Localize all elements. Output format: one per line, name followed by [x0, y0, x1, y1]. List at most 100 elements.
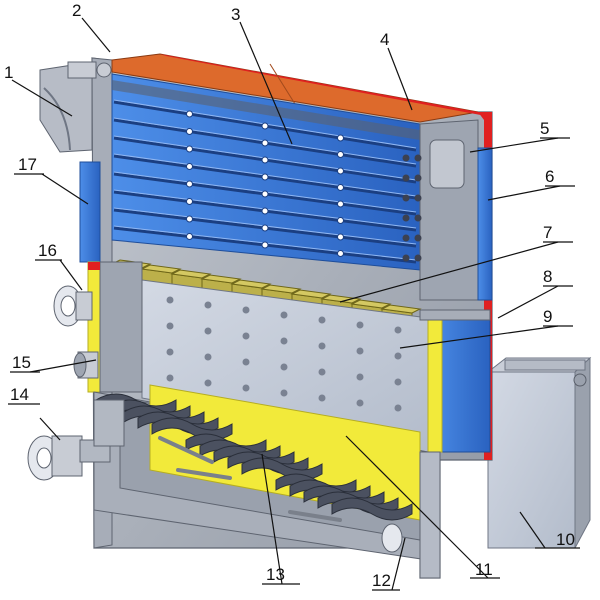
collector-hole [414, 174, 422, 182]
collector-hole [402, 214, 410, 222]
refractory-brick-top [350, 299, 392, 309]
tube-turbulator [337, 233, 344, 241]
air-inlet [73, 351, 99, 379]
collector-hole [414, 194, 422, 202]
primary-air-fan [27, 399, 125, 481]
callout-13: 13 [266, 565, 285, 584]
tube-turbulator [337, 184, 344, 191]
callout-5: 5 [540, 119, 549, 138]
panel-hole [242, 358, 250, 366]
rear-collector [402, 119, 493, 301]
front-pillar [419, 451, 441, 579]
refractory-brick-top [230, 279, 272, 289]
refractory-brick-top [140, 264, 182, 274]
collector-hole [402, 254, 410, 262]
callout-12: 12 [372, 571, 391, 590]
panel-hole [356, 321, 364, 329]
callout-6: 6 [545, 167, 554, 186]
refractory-brick-top [290, 289, 332, 299]
heat-exchanger-tubes [113, 99, 417, 264]
grate-bars [95, 393, 413, 521]
callout-11: 11 [475, 560, 493, 579]
panel-hole [280, 389, 288, 397]
callout-10: 10 [556, 530, 575, 549]
callout-9: 9 [543, 307, 552, 326]
tube-turbulator [186, 145, 193, 153]
panel-hole [280, 363, 288, 371]
callout-15: 15 [12, 353, 31, 372]
panel-hole [204, 327, 212, 335]
panel-hole [318, 316, 326, 324]
tube-turbulator [261, 224, 269, 232]
tube-turbulator [261, 173, 269, 181]
secondary-air-fan [53, 285, 93, 327]
collector-hole [402, 174, 410, 182]
tube-turbulator [337, 250, 344, 257]
tube-turbulator [261, 139, 269, 147]
tube-turbulator [186, 110, 193, 118]
collector-holes [402, 154, 422, 262]
panel-hole [242, 332, 250, 340]
tube-turbulator [186, 180, 193, 188]
panel-hole [166, 296, 174, 304]
tube-turbulator [186, 198, 193, 205]
panel-hole [166, 374, 174, 382]
panel-hole [394, 352, 402, 360]
refractory-brick-top [260, 284, 302, 294]
tube-turbulator [186, 233, 193, 240]
tube-turbulator [261, 190, 269, 198]
panel-holes [166, 296, 402, 412]
callout-2: 2 [72, 1, 81, 20]
collector-hole [414, 254, 422, 262]
collector-hole [414, 234, 422, 242]
collector-hole [402, 194, 410, 202]
callout-8: 8 [543, 267, 552, 286]
flue-outlet [39, 61, 112, 153]
callout-16: 16 [38, 241, 57, 260]
right-water-jacket [419, 309, 491, 453]
panel-hole [394, 378, 402, 386]
callout-17: 17 [18, 155, 37, 174]
panel-hole [318, 342, 326, 350]
panel-hole [356, 347, 364, 355]
collector-hole [414, 214, 422, 222]
panel-hole [280, 337, 288, 345]
panel-hole [204, 379, 212, 387]
grate-bar [331, 497, 413, 521]
panel-hole [204, 301, 212, 309]
heat-exchanger [111, 73, 421, 271]
tube-turbulator [337, 200, 344, 208]
panel-hole [394, 404, 402, 412]
collector-hole [402, 154, 410, 162]
tube-turbulator [186, 163, 193, 170]
collector-hole [402, 234, 410, 242]
callouts: 1 2 3 4 5 6 7 8 9 10 11 12 13 [4, 1, 580, 591]
tube-turbulator [337, 151, 344, 158]
panel-hole [356, 399, 364, 407]
panel-hole [242, 384, 250, 392]
tube-turbulator [186, 128, 193, 135]
panel-hole [166, 348, 174, 356]
panel-hole [280, 311, 288, 319]
refractory-brick-top [200, 274, 242, 284]
tube-turbulator [261, 241, 269, 249]
side-cabinet [486, 356, 592, 549]
tube-turbulator [337, 167, 344, 175]
panel-hole [242, 306, 250, 314]
tube-turbulator [337, 134, 344, 142]
left-water-jacket [79, 161, 101, 263]
panel-hole [356, 373, 364, 381]
panel-hole [318, 394, 326, 402]
grate-rods [158, 436, 342, 522]
tube-turbulator [337, 217, 344, 224]
tube-turbulator [261, 207, 269, 215]
tube-turbulator [261, 122, 269, 130]
callout-1: 1 [4, 63, 13, 82]
collector-hole [414, 154, 422, 162]
panel-hole [166, 322, 174, 330]
tube-turbulator [186, 215, 193, 223]
panel-hole [394, 326, 402, 334]
ash-port [381, 523, 403, 553]
panel-hole [204, 353, 212, 361]
